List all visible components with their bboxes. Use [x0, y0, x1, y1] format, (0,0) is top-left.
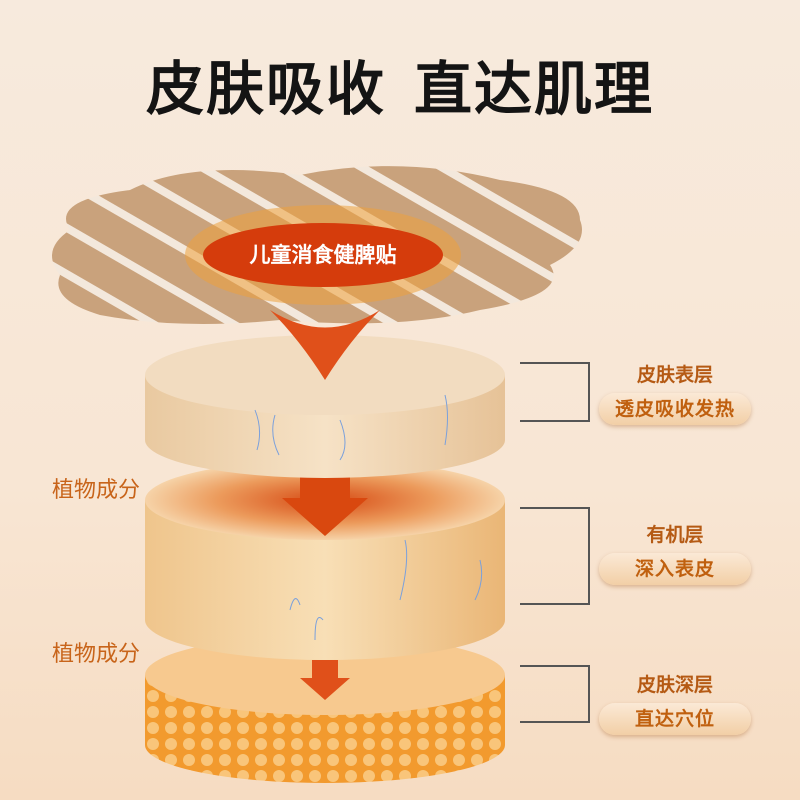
layer-pill: 透皮吸收发热 [599, 393, 751, 425]
arrow-down-icon [270, 310, 380, 380]
deep-skin-layer [145, 635, 505, 783]
layer-label-organic: 有机层 深入表皮 [585, 520, 765, 585]
bracket-line [520, 507, 590, 605]
layer-pill: 深入表皮 [599, 553, 751, 585]
layer-heading: 有机层 [646, 524, 704, 546]
product-badge: 儿童消食健脾贴 [203, 223, 443, 287]
title-part-2: 直达肌理 [414, 55, 655, 123]
layer-heading: 皮肤深层 [636, 674, 713, 696]
title-part-1: 皮肤吸收 [145, 55, 386, 123]
layer-label-surface: 皮肤表层 透皮吸收发热 [585, 360, 765, 425]
layer-pill: 直达穴位 [599, 703, 751, 735]
page-title: 皮肤吸收直达肌理 [0, 42, 800, 126]
organic-layer [145, 460, 505, 660]
bracket-line [520, 665, 590, 723]
arrow-down-icon [300, 660, 350, 700]
arrow-down-icon [282, 470, 368, 536]
layer-heading: 皮肤表层 [636, 364, 713, 386]
side-label-plant-ingredients: 植物成分 [52, 642, 141, 667]
bracket-line [520, 362, 590, 422]
side-label-plant-ingredients: 植物成分 [52, 478, 141, 503]
layer-label-deep: 皮肤深层 直达穴位 [585, 670, 765, 735]
